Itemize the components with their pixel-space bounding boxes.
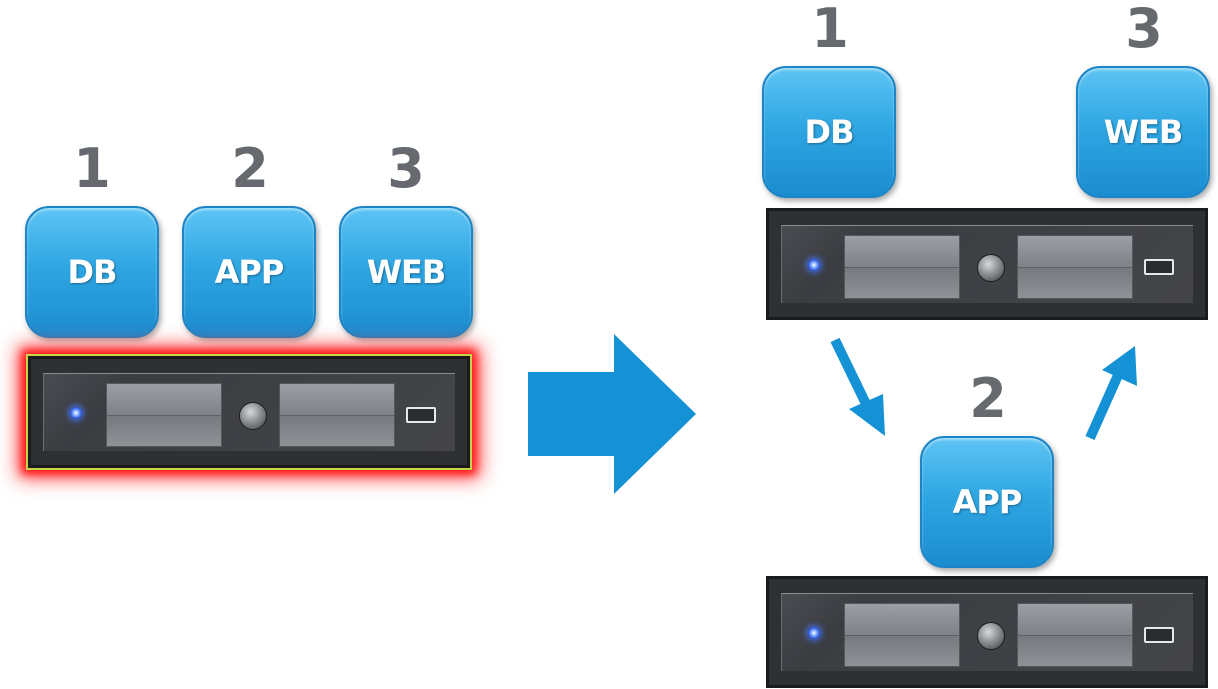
drive-bay-icon	[844, 235, 960, 299]
port-slot-icon	[1144, 259, 1174, 275]
web-tier-box-right: WEB	[1076, 66, 1210, 198]
web-tier-label-right: WEB	[1103, 113, 1184, 151]
up-right-arrow-icon	[1085, 346, 1137, 441]
drive-bay-icon	[1017, 235, 1133, 299]
tier-number-3: 3	[387, 137, 425, 200]
db-tier-box-right: DB	[762, 66, 896, 198]
server-icon	[766, 208, 1208, 320]
app-tier-box-right: APP	[920, 436, 1054, 568]
tier-number-2: 2	[231, 137, 269, 200]
power-button-icon	[977, 622, 1005, 650]
db-tier-label: DB	[67, 253, 118, 291]
app-tier-label: APP	[214, 253, 285, 291]
drive-bay-icon	[844, 603, 960, 667]
db-tier-box: DB	[25, 206, 159, 338]
server-icon	[766, 576, 1208, 688]
power-led-icon	[70, 407, 82, 419]
right-arrow-icon	[528, 334, 696, 494]
drive-bay-icon	[106, 383, 222, 447]
tier-number-2-right: 2	[969, 367, 1007, 430]
power-button-icon	[239, 402, 267, 430]
port-slot-icon	[1144, 627, 1174, 643]
app-tier-box: APP	[182, 206, 316, 338]
tier-number-1: 1	[73, 137, 111, 200]
power-led-icon	[808, 627, 820, 639]
port-slot-icon	[406, 407, 436, 423]
drive-bay-icon	[1017, 603, 1133, 667]
app-tier-label-right: APP	[952, 483, 1023, 521]
web-tier-label: WEB	[366, 253, 447, 291]
web-tier-box: WEB	[339, 206, 473, 338]
server-icon	[26, 354, 472, 470]
down-right-arrow-icon	[830, 337, 885, 436]
power-button-icon	[977, 254, 1005, 282]
db-tier-label-right: DB	[804, 113, 855, 151]
tier-number-1-right: 1	[811, 0, 849, 60]
power-led-icon	[808, 259, 820, 271]
tier-number-3-right: 3	[1125, 0, 1163, 60]
drive-bay-icon	[279, 383, 395, 447]
